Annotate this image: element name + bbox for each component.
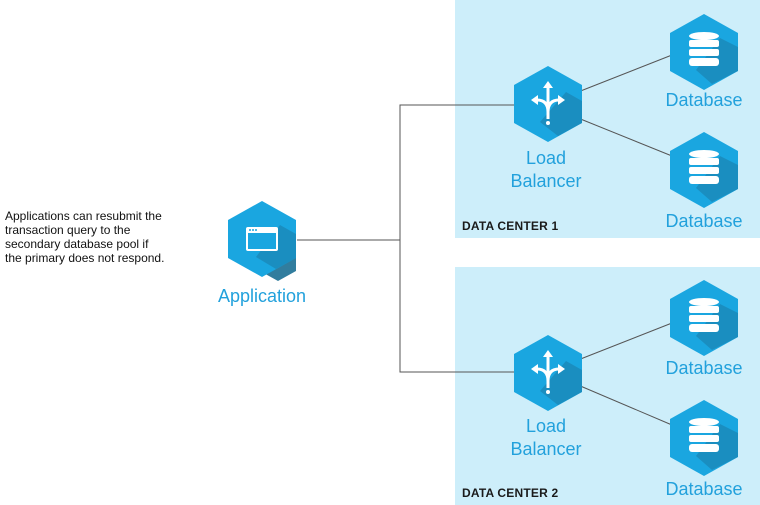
database-icon: [689, 418, 719, 452]
connector-lb2-db1: [577, 322, 673, 361]
failover-note-line: transaction query to the: [5, 223, 131, 237]
failover-note-line: secondary database pool if: [5, 237, 149, 251]
dc1-load-balancer-label-line1: Load: [525, 148, 567, 168]
database-icon: [689, 32, 719, 66]
dc1-load-balancer-node[interactable]: [512, 64, 588, 146]
dc2-load-balancer-label: Load Balancer: [496, 415, 596, 461]
dc1-database-1-label: Database: [665, 90, 743, 110]
dc1-database-2-label: Database: [665, 211, 743, 231]
application-node[interactable]: [226, 199, 302, 281]
dc2-database-2-label: Database: [665, 479, 743, 499]
application-label: Application: [217, 286, 307, 306]
dc2-load-balancer-label-line2: Balancer: [510, 439, 582, 459]
dc1-load-balancer-label-line2: Balancer: [510, 171, 582, 191]
dc1-database-1-node[interactable]: [668, 12, 744, 94]
data-center-2-label: DATA CENTER 2: [462, 486, 559, 500]
dc1-database-2-node[interactable]: [668, 130, 744, 212]
dc2-database-1-node[interactable]: [668, 278, 744, 360]
dc1-load-balancer-label: Load Balancer: [496, 147, 596, 193]
connector-lb2-db2: [577, 384, 673, 426]
connector-lb1-db2: [577, 117, 673, 157]
dc2-load-balancer-node[interactable]: [512, 333, 588, 415]
data-center-1-label: DATA CENTER 1: [462, 219, 559, 233]
connector-app-to-dc1: [297, 104, 518, 241]
dc2-database-1-label: Database: [665, 358, 743, 378]
split-arrows-icon: [531, 350, 565, 394]
dc2-database-2-node[interactable]: [668, 398, 744, 480]
split-arrows-icon: [531, 81, 565, 125]
database-icon: [689, 298, 719, 332]
connector-app-to-dc2: [399, 240, 518, 373]
failover-note-line: Applications can resubmit the: [5, 209, 162, 223]
browser-window-icon: [246, 227, 278, 251]
dc2-load-balancer-label-line1: Load: [525, 416, 567, 436]
connector-lb1-db1: [577, 54, 673, 93]
failover-note: Applications can resubmit the transactio…: [5, 209, 185, 265]
failover-note-line: the primary does not respond.: [5, 251, 165, 265]
database-icon: [689, 150, 719, 184]
